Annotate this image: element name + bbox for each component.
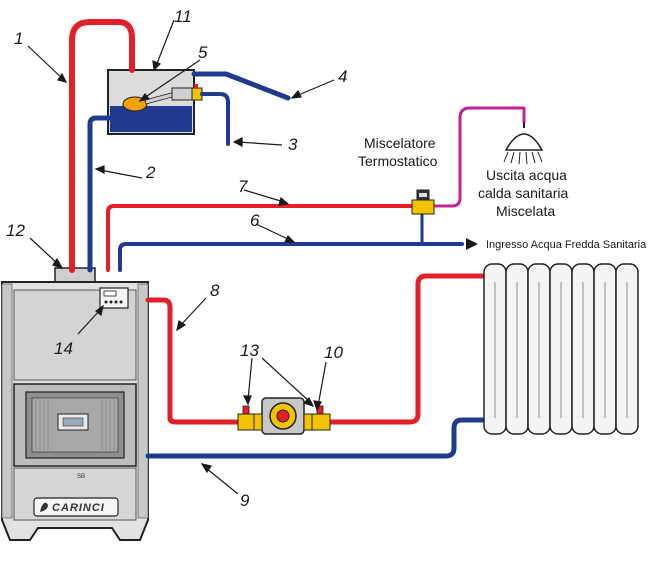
pipe-8-flow-out <box>327 273 491 425</box>
leader-lines <box>27 19 335 495</box>
cold-inlet-arrow <box>466 238 478 250</box>
expansion-tank <box>107 69 203 135</box>
callout-7: 7 <box>238 177 248 196</box>
callout-13: 13 <box>240 341 259 360</box>
pipe-mixed-outlet <box>430 106 526 208</box>
shutoff-valve-left <box>237 405 255 431</box>
callout-14: 14 <box>54 339 73 358</box>
pipe-6-cold-sanitary <box>118 242 464 272</box>
pipe-7-hot-sanitary <box>106 204 416 272</box>
tank-water <box>110 106 192 132</box>
label-miscelatore-2: Termostatico <box>358 153 438 169</box>
brand-logo: CARINCI <box>33 497 119 517</box>
callout-4: 4 <box>338 67 347 86</box>
radiator-fins <box>494 282 628 418</box>
stove: SB CARINCI <box>0 267 149 541</box>
shower-head <box>503 122 544 165</box>
label-uscita-3: Miscelata <box>496 203 555 219</box>
callout-10: 10 <box>324 343 343 362</box>
circulation-pump <box>253 397 313 435</box>
pipe-3-supply <box>200 92 230 146</box>
label-uscita-1: Uscita acqua <box>486 167 567 183</box>
model-mark: SB <box>77 474 85 480</box>
pipe-4-overflow <box>191 71 291 101</box>
callout-1: 1 <box>14 29 23 48</box>
label-miscelatore-1: Miscelatore <box>364 135 436 151</box>
pipe-9-return <box>145 417 491 459</box>
thermostatic-mixer <box>411 189 435 215</box>
callout-11: 11 <box>174 7 192 26</box>
callout-12: 12 <box>6 221 25 240</box>
callout-2: 2 <box>145 163 156 182</box>
shutoff-valve-right <box>311 405 331 431</box>
pipe-8-flow <box>145 297 243 425</box>
control-panel <box>99 287 129 309</box>
callout-3: 3 <box>288 135 298 154</box>
label-uscita-2: calda sanitaria <box>478 185 568 201</box>
callout-9: 9 <box>240 491 250 510</box>
callout-5: 5 <box>198 43 208 62</box>
pipe-1-vent <box>69 19 135 273</box>
pipe-2-feed <box>87 115 113 273</box>
callout-6: 6 <box>250 211 260 230</box>
brand-text: CARINCI <box>52 502 105 514</box>
callout-8: 8 <box>210 281 220 300</box>
label-ingresso: Ingresso Acqua Fredda Sanitaria <box>486 239 647 251</box>
